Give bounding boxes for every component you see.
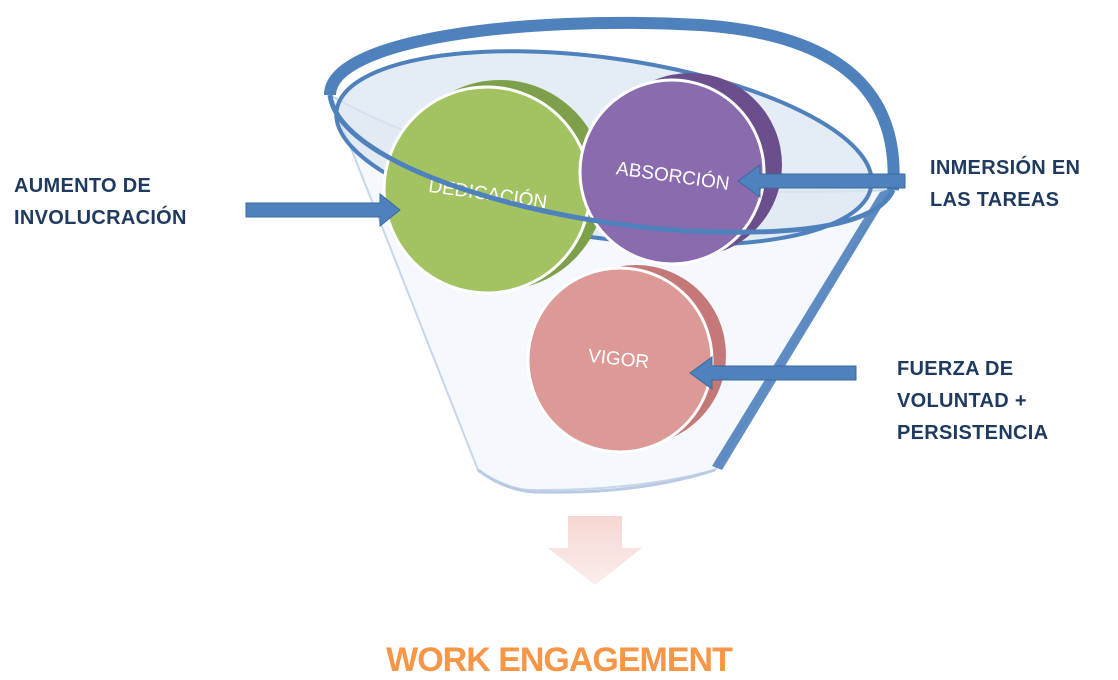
arrow-right-bottom-icon — [689, 356, 857, 390]
label-fuerza-voluntad: FUERZA DE VOLUNTAD + PERSISTENCIA — [897, 358, 1049, 444]
funnel-bottom-rim — [477, 468, 716, 494]
arrow-right-top-icon — [737, 164, 906, 198]
absorcion-circle: ABSORCIÓN — [578, 73, 782, 266]
label-aumento-involucracion: AUMENTO DE INVOLUCRACIÓN — [14, 175, 187, 229]
down-arrow-icon — [548, 516, 642, 585]
arrow-left-icon — [245, 192, 401, 228]
result-title: WORK ENGAGEMENT — [386, 641, 733, 679]
funnel-rim-front — [327, 94, 896, 235]
funnel-rim-back — [324, 16, 900, 191]
label-inmersion-tareas: INMERSIÓN EN LAS TAREAS — [930, 157, 1081, 211]
funnel-right-edge — [712, 188, 893, 470]
